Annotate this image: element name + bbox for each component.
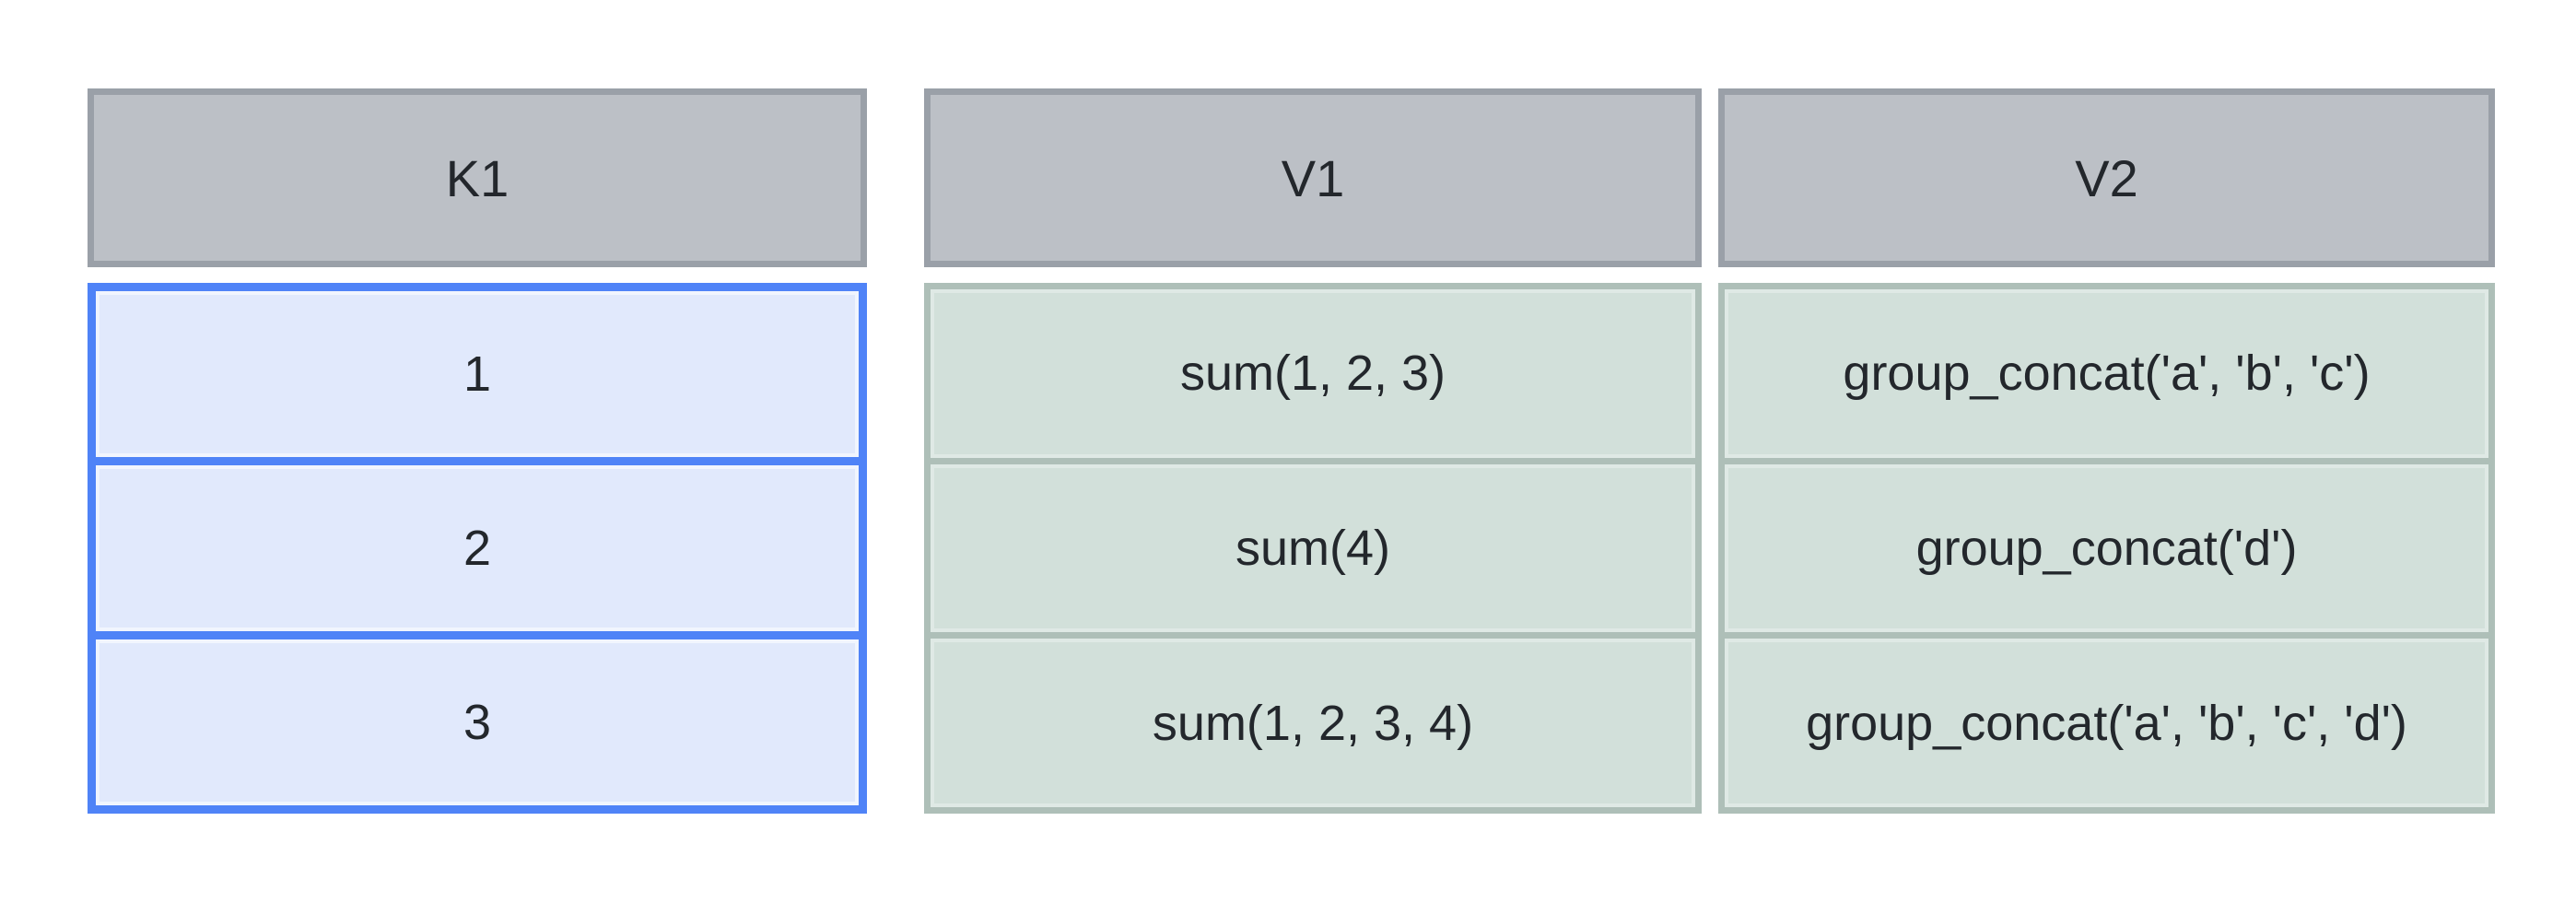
column-v2: V2 group_concat('a', 'b', 'c') group_con… — [1718, 88, 2495, 814]
key-cell-row2: 2 — [96, 457, 859, 631]
value-cell-v1-row3: sum(1, 2, 3, 4) — [931, 632, 1695, 808]
key-cell-row3: 3 — [96, 631, 859, 805]
value-cell-v2-row2: group_concat('d') — [1725, 457, 2488, 633]
column-k1-rows: 1 2 3 — [88, 283, 867, 814]
column-k1: K1 1 2 3 — [88, 88, 867, 814]
column-v2-header: V2 — [1718, 88, 2495, 267]
value-cell-v1-row2: sum(4) — [931, 457, 1695, 633]
value-cell-v2-row3: group_concat('a', 'b', 'c', 'd') — [1725, 632, 2488, 808]
value-cell-v1-row1: sum(1, 2, 3) — [931, 289, 1695, 458]
value-cell-v2-row1: group_concat('a', 'b', 'c') — [1725, 289, 2488, 458]
column-v2-rows: group_concat('a', 'b', 'c') group_concat… — [1718, 283, 2495, 814]
column-v1: V1 sum(1, 2, 3) sum(4) sum(1, 2, 3, 4) — [924, 88, 1702, 814]
column-v1-header: V1 — [924, 88, 1702, 267]
key-cell-row1: 1 — [96, 291, 859, 457]
column-k1-header: K1 — [88, 88, 867, 267]
column-v1-rows: sum(1, 2, 3) sum(4) sum(1, 2, 3, 4) — [924, 283, 1702, 814]
